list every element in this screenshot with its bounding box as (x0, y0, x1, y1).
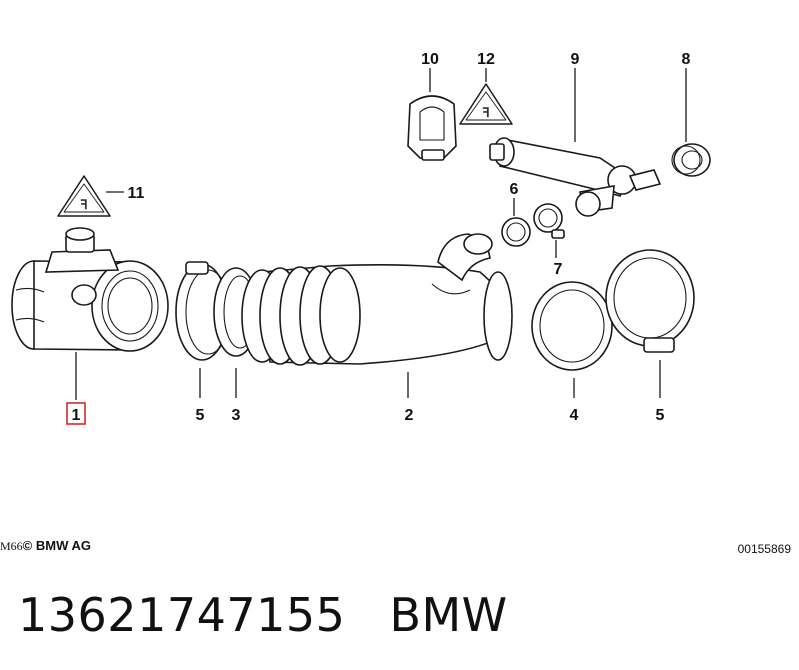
part-5-hose-clamp-left[interactable] (175, 261, 231, 361)
exploded-parts-diagram: ꟻ ꟻ 1 5 3 2 4 5 6 7 8 9 10 11 12 (11, 51, 711, 425)
diagram-number: 00155869 (737, 542, 791, 556)
callout-1[interactable]: 1 (72, 407, 81, 424)
callout-2[interactable]: 2 (405, 407, 414, 424)
callout-10[interactable]: 10 (421, 51, 439, 68)
svg-text:ꟻ: ꟻ (80, 197, 87, 212)
callout-3[interactable]: 3 (232, 407, 241, 424)
part-number: 13621747155 (18, 588, 346, 642)
callout-7[interactable]: 7 (554, 261, 563, 278)
copyright-text: © BMW AG (22, 538, 91, 553)
callout-6[interactable]: 6 (510, 181, 519, 198)
part-2-rubber-boot[interactable] (241, 233, 513, 366)
callout-11[interactable]: 11 (128, 185, 145, 202)
model-code: M66 (0, 539, 23, 553)
part-8-grommet[interactable] (671, 143, 711, 177)
callout-9[interactable]: 9 (571, 51, 580, 68)
part-caption: 13621747155 BMW (18, 588, 508, 642)
callout-4[interactable]: 4 (570, 407, 579, 424)
svg-text:ꟻ: ꟻ (482, 105, 489, 120)
callout-8[interactable]: 8 (682, 51, 691, 68)
part-1-air-mass-meter[interactable] (11, 227, 169, 352)
part-4-clamp-ring[interactable] (531, 281, 613, 371)
callout-1-highlight-box (66, 402, 86, 425)
part-10-bracket[interactable] (407, 95, 457, 161)
part-7-small-clamp[interactable] (533, 203, 565, 239)
warning-triangle-icon-11: ꟻ (57, 175, 111, 217)
part-6-small-clamp[interactable] (501, 217, 531, 247)
callout-12[interactable]: 12 (477, 51, 495, 68)
brand-name: BMW (389, 588, 508, 642)
callout-5-left[interactable]: 5 (196, 407, 205, 424)
part-5-hose-clamp-right[interactable] (605, 249, 695, 353)
warning-triangle-icon-12: ꟻ (459, 83, 513, 125)
part-9-secondary-air-pipe[interactable] (489, 137, 662, 217)
footer-copyright: M66© BMW AG (0, 538, 91, 554)
callout-5-right[interactable]: 5 (656, 407, 665, 424)
leader-lines (75, 68, 687, 400)
